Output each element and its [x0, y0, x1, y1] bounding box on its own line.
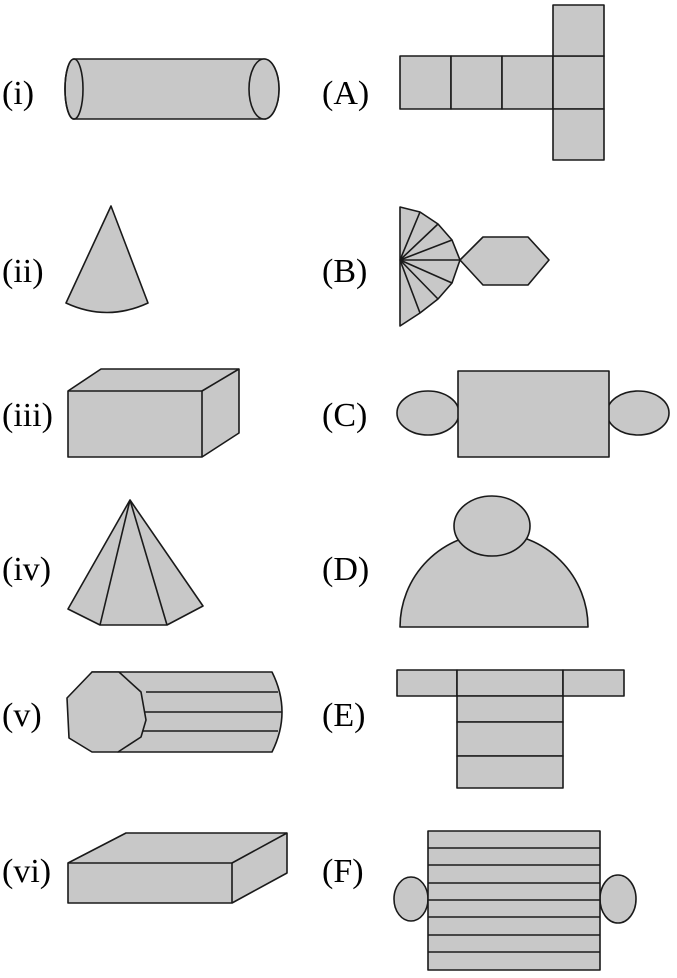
pyramid-net — [399, 206, 550, 327]
cylinder-shape — [64, 58, 280, 120]
octagonal-prism-shape — [66, 671, 283, 753]
cuboid-shape — [67, 368, 240, 458]
label-ii: (ii) — [2, 253, 44, 290]
cube-net — [399, 4, 605, 161]
label-D: (D) — [322, 551, 369, 588]
cylinder-net — [396, 370, 670, 458]
label-A: (A) — [322, 75, 369, 112]
cuboid-net — [396, 669, 625, 789]
prism-net — [393, 830, 637, 971]
hexagonal-pyramid-shape — [67, 499, 204, 626]
label-i: (i) — [2, 75, 34, 112]
label-iv: (iv) — [2, 551, 51, 588]
label-E: (E) — [322, 697, 365, 734]
flat-cuboid-shape — [67, 832, 288, 904]
cone-shape — [65, 205, 149, 314]
cone-net — [399, 495, 589, 628]
label-C: (C) — [322, 397, 367, 434]
label-v: (v) — [2, 697, 42, 734]
label-iii: (iii) — [2, 397, 53, 434]
label-vi: (vi) — [2, 853, 51, 890]
label-B: (B) — [322, 253, 367, 290]
label-F: (F) — [322, 853, 364, 890]
